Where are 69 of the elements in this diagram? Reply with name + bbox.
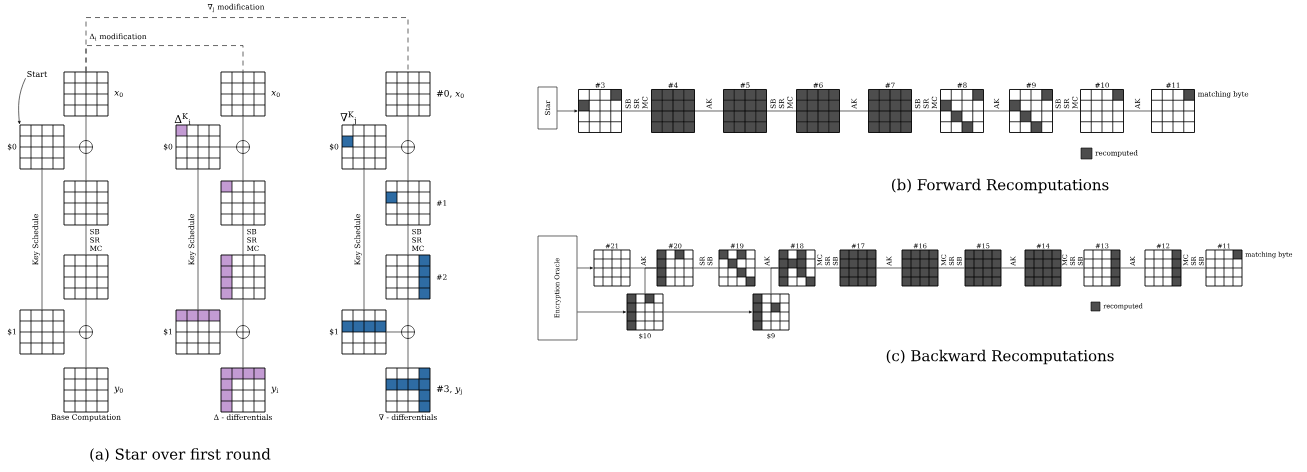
connector: [197, 169, 199, 310]
arrow: [17, 77, 26, 124]
connector: [386, 146, 402, 148]
dashed-connector: [85, 17, 409, 72]
connector: [242, 153, 244, 181]
state-label: y$_{0}$: [113, 386, 123, 394]
state-grid: [63, 254, 109, 300]
connector: [85, 225, 87, 255]
connector: [220, 146, 237, 148]
xor-symbol: [78, 324, 94, 340]
connector: [1181, 267, 1206, 269]
xor-symbol: [400, 324, 416, 340]
connector: [242, 225, 244, 255]
connector: [621, 110, 652, 112]
dashed-connector: [85, 45, 244, 72]
connector: [694, 110, 724, 112]
connector: [815, 267, 840, 269]
connector: [770, 267, 779, 294]
arrow: [577, 310, 627, 314]
connector: [407, 116, 409, 141]
caption: (a) Star over first round: [90, 448, 271, 462]
arrow: [663, 310, 753, 314]
state-grid: [220, 180, 266, 226]
connector: [242, 338, 244, 368]
state-label: y$_{i}$: [270, 386, 279, 394]
connector: [407, 153, 409, 181]
state-label: x$_{0}$: [114, 90, 123, 98]
xor-symbol: [235, 324, 251, 340]
connector: [85, 153, 87, 181]
connector: [41, 169, 43, 310]
connector: [363, 169, 365, 310]
connector: [693, 267, 719, 269]
xor-symbol: [78, 139, 94, 155]
connector: [1052, 110, 1081, 112]
connector: [983, 110, 1010, 112]
state-label: x$_{0}$: [271, 90, 280, 98]
state-grid: [220, 254, 266, 300]
connector: [64, 331, 80, 333]
connector: [839, 110, 869, 112]
connector: [644, 267, 657, 294]
arrow: [557, 109, 578, 113]
arrow: [577, 266, 594, 270]
start-label: Start: [27, 70, 48, 77]
state-label: #3, y$_{j}$: [436, 385, 462, 395]
connector: [1061, 267, 1084, 269]
connector: [85, 116, 87, 141]
caption: (b) Forward Recomputations: [891, 178, 1109, 194]
connector: [407, 299, 409, 326]
xor-symbol: [235, 139, 251, 155]
connector: [938, 267, 965, 269]
connector: [407, 338, 409, 368]
connector: [1123, 110, 1152, 112]
state-label: #0, x$_{0}$: [436, 89, 464, 99]
connector: [1120, 267, 1145, 269]
connector: [386, 331, 402, 333]
connector: [1001, 267, 1025, 269]
caption: (c) Backward Recomputations: [886, 349, 1114, 365]
connector: [64, 146, 80, 148]
connector: [407, 225, 409, 255]
connector: [766, 110, 797, 112]
xor-symbol: [400, 139, 416, 155]
connector: [876, 267, 902, 269]
connector: [242, 116, 244, 141]
connector: [242, 299, 244, 326]
state-grid: [63, 180, 109, 226]
connector: [911, 110, 941, 112]
connector: [85, 299, 87, 326]
connector: [85, 338, 87, 368]
connector: [220, 331, 237, 333]
